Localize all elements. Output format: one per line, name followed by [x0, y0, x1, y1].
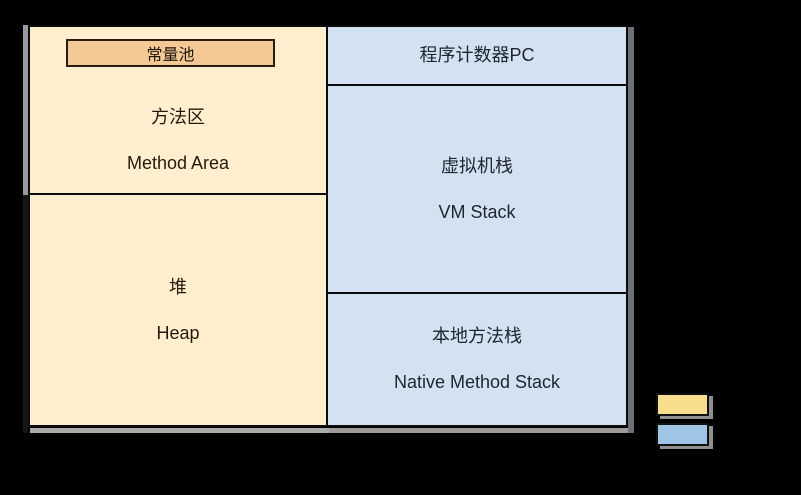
vm-stack-label-zh: 虚拟机栈 [441, 155, 513, 176]
heap-label-zh: 堆 [169, 276, 187, 297]
method-area-label-zh: 方法区 [150, 107, 205, 127]
stack-column: 程序计数器PC 虚拟机栈 VM Stack 本地方法栈 Native Metho… [328, 27, 626, 425]
vm-stack-section: 虚拟机栈 VM Stack [328, 86, 626, 294]
legend-swatch-yellow [656, 393, 709, 416]
left-shadow-strip-dark [23, 195, 28, 433]
constant-pool-box: 常量池 [66, 39, 275, 67]
diagram-frame: 常量池 方法区 Method Area 堆 Heap 程序计数器PC [28, 25, 628, 427]
left-shadow-strip [23, 25, 28, 195]
right-shadow-strip [628, 27, 634, 433]
bottom-shadow-strip [30, 428, 628, 433]
method-area-label-en: Method Area [126, 153, 230, 173]
heap-section: 堆 Heap [30, 195, 326, 425]
program-counter-section: 程序计数器PC [328, 27, 626, 86]
vm-stack-label-en: VM Stack [438, 201, 516, 222]
heap-label-en: Heap [156, 322, 200, 343]
native-method-stack-label-en: Native Method Stack [393, 372, 561, 392]
constant-pool-label: 常量池 [146, 47, 195, 64]
method-area-section: 常量池 方法区 Method Area [30, 27, 326, 195]
legend-swatch-blue [656, 423, 709, 446]
heap-method-column: 常量池 方法区 Method Area 堆 Heap [30, 27, 328, 425]
program-counter-label: 程序计数器PC [419, 45, 535, 65]
native-method-stack-section: 本地方法栈 Native Method Stack [328, 294, 626, 425]
native-method-stack-label-zh: 本地方法栈 [431, 326, 522, 346]
